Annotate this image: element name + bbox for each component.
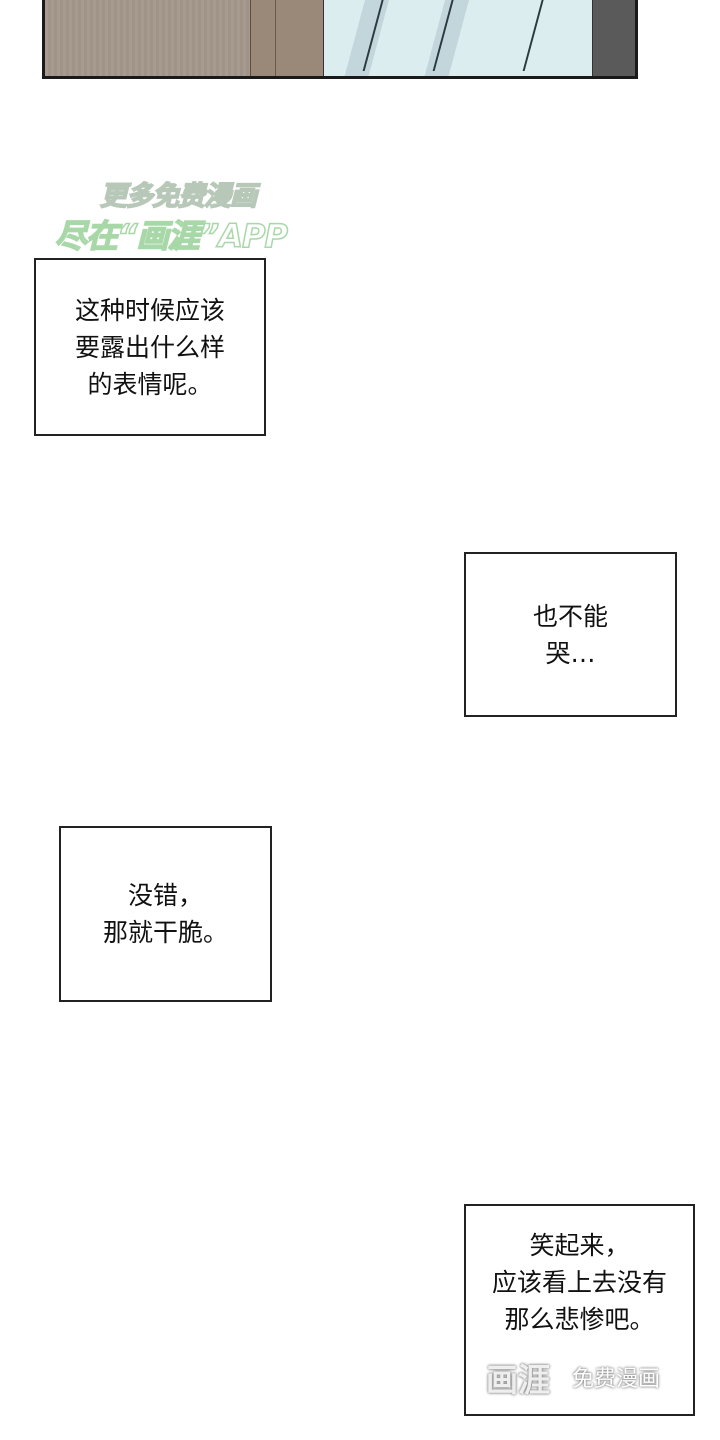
curtain-fold xyxy=(339,0,393,76)
watermark-caption: 免费漫画 xyxy=(572,1367,661,1392)
narration-box: 这种时候应该 要露出什么样 的表情呢。 xyxy=(34,258,266,436)
door-frame xyxy=(250,0,324,76)
watermark-line2: 尽在“画涯”APP xyxy=(54,217,288,255)
narration-box: 没错， 那就干脆。 xyxy=(59,826,272,1002)
curtain-line xyxy=(522,0,547,71)
narration-box: 笑起来， 应该看上去没有 那么悲惨吧。 xyxy=(464,1204,695,1416)
comic-panel-top xyxy=(42,0,638,79)
watermark-logo: 画涯 xyxy=(486,1361,551,1399)
wood-wall xyxy=(45,0,250,76)
dark-wall xyxy=(592,0,635,76)
curtain-fold xyxy=(419,0,473,76)
narration-box: 也不能 哭… xyxy=(464,552,677,717)
curtain xyxy=(323,0,597,76)
watermark-line1: 更多免费漫画 xyxy=(99,181,258,212)
